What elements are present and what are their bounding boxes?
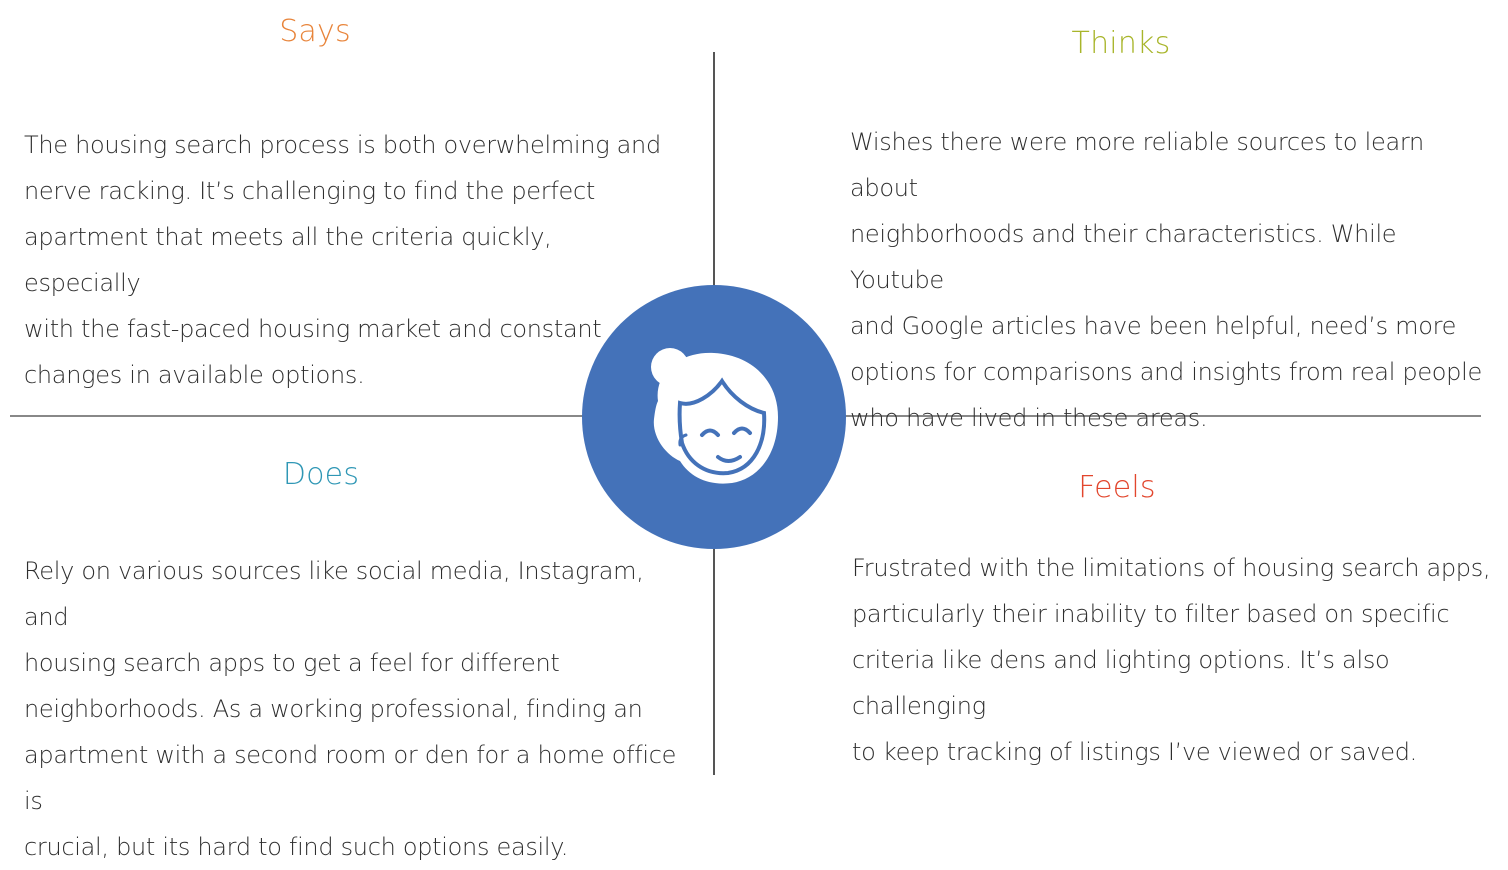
does-line: apartment with a second room or den for …	[24, 741, 677, 815]
thinks-line: neighborhoods and their characteristics.…	[850, 220, 1397, 294]
does-line: Rely on various sources like social medi…	[24, 557, 644, 631]
does-text: Rely on various sources like social medi…	[24, 548, 684, 870]
avatar	[582, 285, 846, 549]
thinks-text: Wishes there were more reliable sources …	[850, 119, 1490, 441]
thinks-heading: Thinks	[1071, 26, 1171, 61]
horizontal-divider-right	[838, 415, 1481, 417]
feels-line: Frustrated with the limitations of housi…	[852, 554, 1491, 582]
says-heading: Says	[279, 14, 351, 49]
thinks-line: who have lived in these areas.	[850, 404, 1208, 432]
horizontal-divider-left	[10, 415, 590, 417]
does-line: neighborhoods. As a working professional…	[24, 695, 643, 723]
says-line: changes in available options.	[24, 361, 365, 389]
does-heading: Does	[282, 457, 360, 492]
says-line: apartment that meets all the criteria qu…	[24, 223, 552, 297]
thinks-line: options for comparisons and insights fro…	[850, 358, 1482, 386]
thinks-line: and Google articles have been helpful, n…	[850, 312, 1457, 340]
feels-heading: Feels	[1078, 470, 1156, 505]
thinks-line: Wishes there were more reliable sources …	[850, 128, 1424, 202]
feels-line: to keep tracking of listings I’ve viewed…	[852, 738, 1417, 766]
feels-line: particularly their inability to filter b…	[852, 600, 1450, 628]
says-line: nerve racking. It’s challenging to find …	[24, 177, 595, 205]
does-line: housing search apps to get a feel for di…	[24, 649, 560, 677]
woman-face-icon	[651, 348, 778, 484]
says-line: The housing search process is both overw…	[24, 131, 661, 159]
does-line: crucial, but its hard to find such optio…	[24, 833, 569, 861]
feels-text: Frustrated with the limitations of housi…	[852, 545, 1502, 775]
says-line: with the fast-paced housing market and c…	[24, 315, 602, 343]
says-text: The housing search process is both overw…	[24, 122, 664, 398]
feels-line: criteria like dens and lighting options.…	[852, 646, 1390, 720]
